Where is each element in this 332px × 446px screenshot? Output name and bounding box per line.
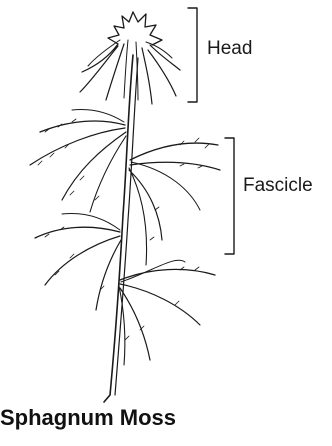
upper-left-fascicle bbox=[30, 110, 126, 213]
head-label: Head bbox=[207, 39, 252, 58]
lower-right-fascicle bbox=[119, 260, 215, 365]
figure-caption: Sphagnum Moss bbox=[0, 407, 176, 429]
stem-inner bbox=[115, 58, 138, 395]
right-fascicle bbox=[129, 143, 220, 265]
lower-left-fascicle bbox=[35, 213, 121, 310]
fascicle-label: Fascicle bbox=[243, 176, 313, 195]
fascicle-bracket bbox=[225, 138, 234, 254]
head-bracket bbox=[188, 8, 197, 102]
